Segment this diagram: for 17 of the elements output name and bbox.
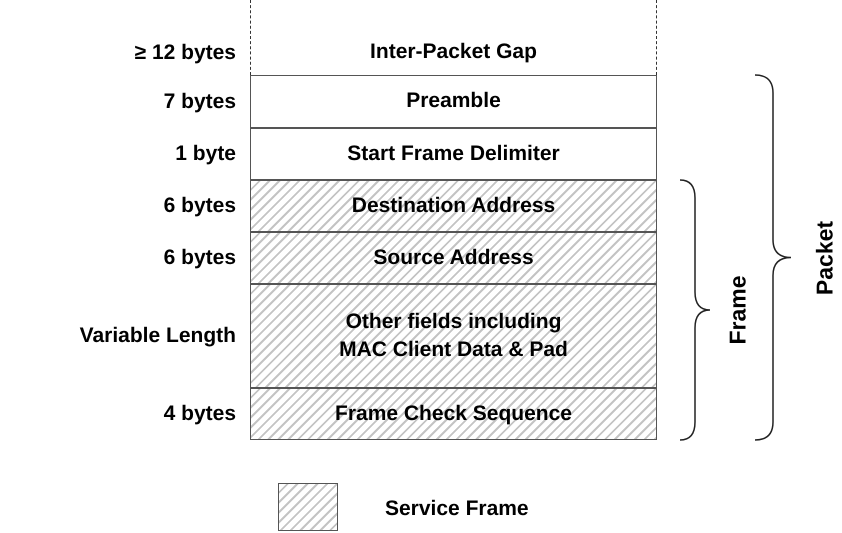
size-label: 6 bytes bbox=[164, 246, 236, 270]
field-box: Start Frame Delimiter bbox=[250, 128, 657, 180]
hatched-field-box: Frame Check Sequence bbox=[250, 388, 657, 440]
legend-text: Service Frame bbox=[385, 497, 529, 521]
hatched-field-box: Source Address bbox=[250, 232, 657, 284]
brace-label: Packet bbox=[812, 220, 838, 296]
gap-field: Inter-Packet Gap bbox=[250, 0, 657, 75]
hatched-field-box: Destination Address bbox=[250, 180, 657, 232]
field-box: Preamble bbox=[250, 75, 657, 128]
size-label: 4 bytes bbox=[164, 402, 236, 426]
size-label: 1 byte bbox=[175, 142, 236, 166]
size-label: 7 bytes bbox=[164, 90, 236, 114]
size-label: 6 bytes bbox=[164, 194, 236, 218]
hatched-field-box: Other fields including MAC Client Data & Pad bbox=[250, 284, 657, 388]
size-label: Variable Length bbox=[80, 324, 236, 348]
brace-label: Frame bbox=[724, 275, 752, 345]
size-label: ≥ 12 bytes bbox=[134, 40, 236, 64]
